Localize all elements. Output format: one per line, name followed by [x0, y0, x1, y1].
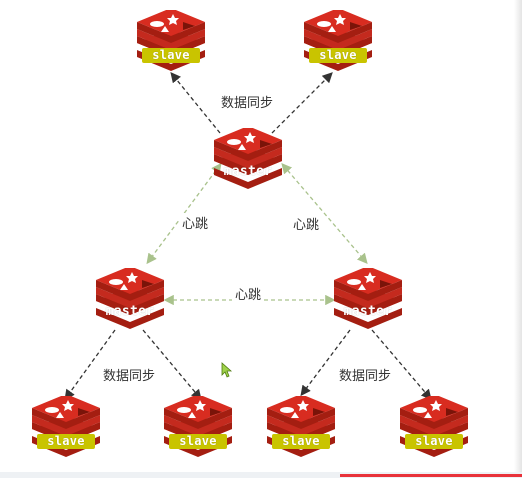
- node-label-master: master: [105, 304, 155, 319]
- redis-slave-node-bl2: slave: [160, 396, 236, 458]
- node-label-slave: slave: [169, 434, 227, 449]
- node-label-slave: slave: [142, 48, 200, 63]
- right-edge-shadow: [514, 0, 522, 478]
- heartbeat-edge-left: [146, 162, 222, 265]
- sync-edge-top-left: [170, 71, 221, 134]
- node-label-slave: slave: [309, 48, 367, 63]
- heartbeat-edge-right: [281, 163, 368, 264]
- redis-slave-node-top-right: slave: [300, 10, 376, 72]
- edge-label-heartbeat-middle: 心跳: [232, 284, 265, 303]
- redis-master-node-right: master: [330, 268, 406, 330]
- edge-label-sync-left: 数据同步: [100, 365, 159, 384]
- redis-slave-node-br2: slave: [396, 396, 472, 458]
- node-label-slave: slave: [272, 434, 330, 449]
- redis-master-node-left: master: [92, 268, 168, 330]
- redis-logo-icon: [334, 268, 402, 329]
- sync-edge-bl1: [64, 329, 116, 401]
- edge-label-heartbeat-left: 心跳: [179, 213, 212, 232]
- bottom-strip: [0, 472, 522, 478]
- redis-logo-icon: [96, 268, 164, 329]
- sync-edge-bl2: [142, 329, 202, 400]
- edge-label-heartbeat-right: 心跳: [290, 214, 323, 233]
- sync-edge-br1: [300, 329, 351, 397]
- node-label-master: master: [223, 164, 273, 179]
- redis-slave-node-br1: slave: [263, 396, 339, 458]
- node-label-slave: slave: [37, 434, 95, 449]
- mouse-cursor-icon: [221, 362, 233, 378]
- node-label-slave: slave: [405, 434, 463, 449]
- edge-label-sync-right: 数据同步: [336, 365, 395, 384]
- redis-slave-node-bl1: slave: [28, 396, 104, 458]
- bottom-progress-bar: [340, 474, 522, 477]
- edge-label-sync-top: 数据同步: [218, 92, 277, 111]
- redis-logo-icon: [214, 128, 282, 189]
- redis-slave-node-top-left: slave: [133, 10, 209, 72]
- redis-master-node-top: master: [210, 128, 286, 190]
- sync-edge-top-right: [271, 72, 333, 134]
- node-label-master: master: [343, 304, 393, 319]
- sync-edge-br2: [371, 329, 432, 400]
